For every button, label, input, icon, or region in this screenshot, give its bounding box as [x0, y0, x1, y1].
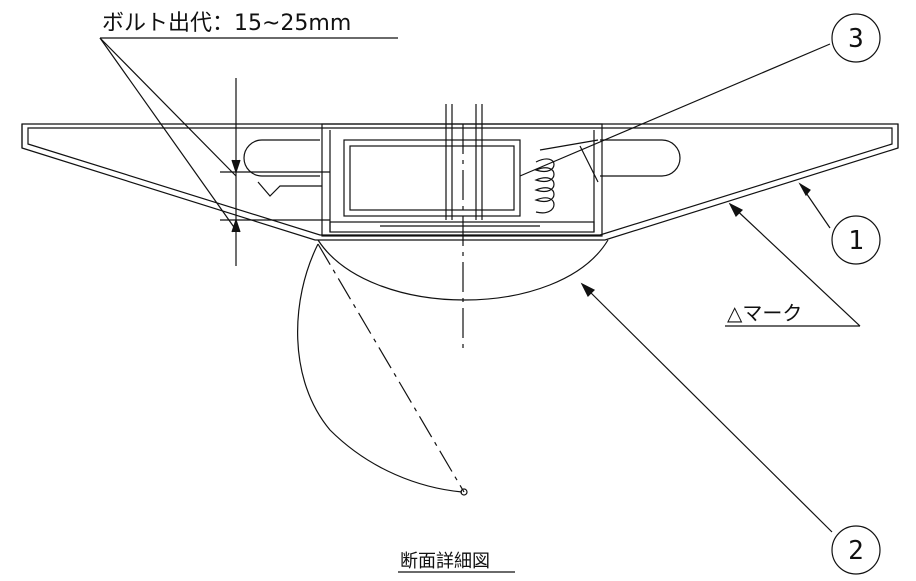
callout-3-circle — [831, 13, 881, 63]
dimension-leader-lower — [99, 37, 237, 231]
triangle-mark-label: △マーク — [727, 301, 802, 325]
bolt-extension-label: ボルト出代：15~25mm — [102, 11, 351, 36]
dimension-leader-upper — [99, 37, 237, 177]
callout-1-circle — [831, 215, 881, 265]
bolt-extension-dimension — [220, 78, 330, 266]
spring-coil — [534, 158, 555, 214]
globe-open-swing — [297, 243, 468, 496]
callout-2-number: 2 — [848, 536, 864, 566]
callout-3-number: 3 — [848, 24, 864, 54]
section-title: 断面詳細図 — [400, 551, 490, 572]
callout-3-leader — [519, 43, 831, 177]
globe-dome — [317, 239, 609, 301]
inner-mechanism — [257, 123, 603, 237]
callout-2-circle — [831, 525, 881, 575]
callout-2-leader — [581, 283, 833, 533]
center-bolt — [445, 104, 483, 352]
triangle-mark-leader — [729, 203, 861, 327]
callout-1-number: 1 — [848, 226, 864, 256]
housing-body — [21, 123, 899, 241]
